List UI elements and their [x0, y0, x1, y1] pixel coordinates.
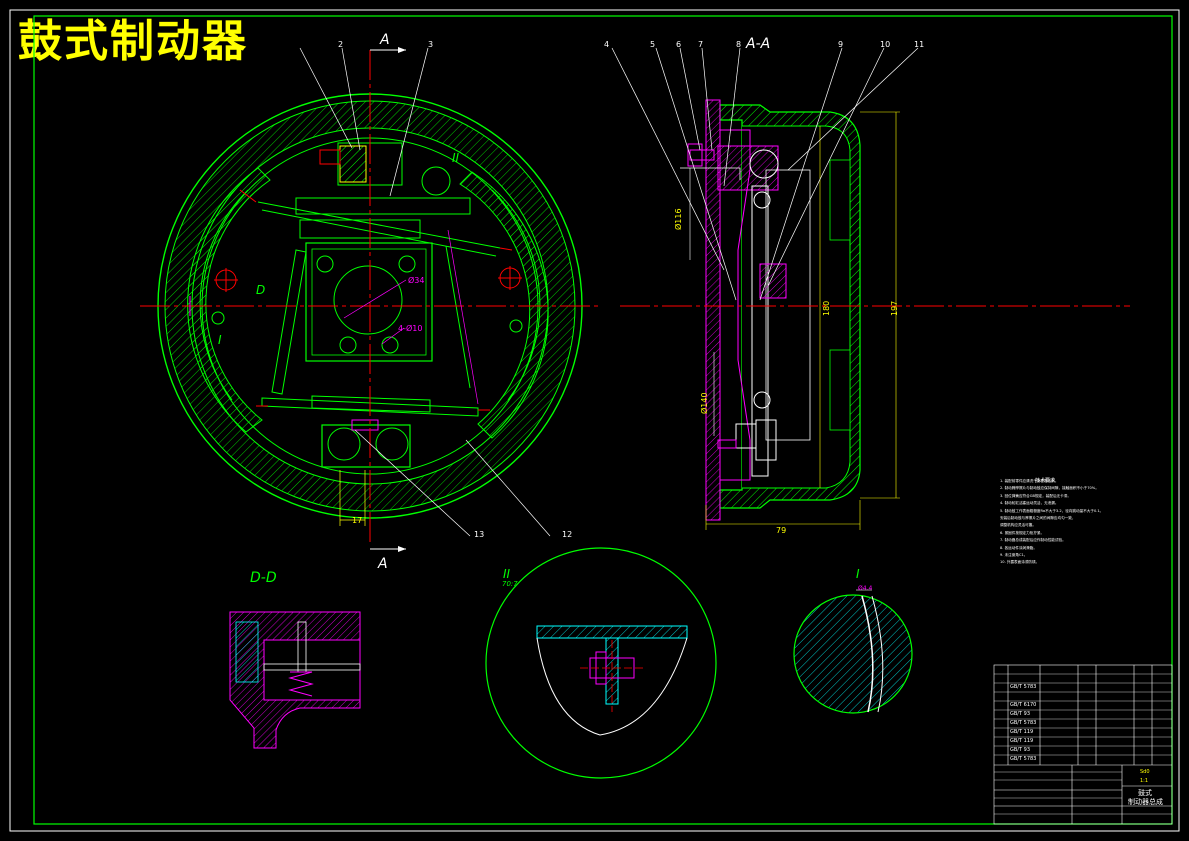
callout-8: 8: [736, 40, 742, 49]
section-dd-label: D-D: [250, 570, 277, 586]
drawing-title: 鼓式制动器: [18, 16, 248, 67]
sheet-border-outer: [9, 9, 1180, 832]
callout-5: 5: [650, 40, 656, 49]
section-i-detail-label: I: [856, 567, 860, 581]
callout-4: 4: [604, 40, 610, 49]
dim-4x10: 4-Ø10: [398, 324, 423, 333]
detail-i: [793, 589, 913, 714]
note-line: 7. 制动器总成装配后应作制动性能试验。: [1000, 538, 1066, 543]
callout-2: 2: [338, 40, 344, 49]
detail-ii: [485, 547, 717, 779]
callout-9: 9: [838, 40, 844, 49]
callout-13: 13: [474, 530, 485, 539]
callout-11: 11: [914, 40, 925, 49]
note-line: 4. 制动轮缸活塞运动灵活，无泄漏。: [1000, 501, 1059, 506]
notes-heading: 技术要求: [1035, 478, 1056, 484]
title-block-scale: 1:1: [1140, 778, 1149, 784]
dim-180: 180: [822, 300, 831, 316]
note-line: 3. 回位弹簧应符合GB规定，装配后无卡滞。: [1000, 493, 1071, 498]
parts-row: GB/T 5783: [1010, 720, 1037, 726]
callout-7: 7: [698, 40, 704, 49]
parts-row: GB/T 93: [1010, 747, 1030, 753]
drawing-name-line-1: 鼓式: [1138, 789, 1152, 797]
callout-3: 3: [428, 40, 434, 49]
dim-197: 197: [890, 300, 899, 316]
dim-left-2: Ø140: [700, 392, 709, 414]
dim-dia-34: Ø34: [408, 276, 425, 285]
note-line: 调整机构应灵活可靠。: [1000, 523, 1036, 528]
note-line: 9. 未注倒角C1。: [1000, 553, 1028, 558]
section-a-bottom-label: A: [378, 556, 388, 572]
dim-bottom: 17: [352, 516, 363, 525]
parts-row: GB/T 5783: [1010, 756, 1037, 762]
section-aa-view: [611, 47, 1130, 530]
title-block-code: Sd0: [1140, 769, 1150, 775]
callout-6: 6: [676, 40, 682, 49]
parts-row: GB/T 93: [1010, 711, 1030, 717]
dim-detail-i: Ø4.4: [858, 585, 873, 592]
section-aa-label: A-A: [746, 36, 771, 52]
dim-79: 79: [776, 526, 787, 535]
dim-left-1: Ø116: [674, 208, 683, 230]
note-line: 5. 制动鼓工作表面粗糙度Ra不大于3.2，径向跳动量不大于0.1。: [1000, 508, 1104, 513]
callout-10: 10: [880, 40, 891, 49]
detail-dd: [229, 611, 361, 749]
section-i-main-label: I: [218, 333, 222, 347]
section-a-top-label: A: [380, 32, 390, 48]
note-line: 10. 外露表面涂漆防锈。: [1000, 560, 1040, 565]
sheet-border-inner: [33, 15, 1173, 825]
note-line: 6. 紧固件按规定力矩拧紧。: [1000, 530, 1045, 535]
section-ii-detail-label: II: [503, 567, 511, 581]
section-ii-main-label: II: [452, 151, 460, 165]
parts-row: GB/T 5783: [1010, 684, 1037, 690]
parts-row: GB/T 119: [1010, 729, 1034, 735]
title-block: [993, 664, 1173, 825]
parts-row: GB/T 6170: [1010, 702, 1037, 708]
parts-row: GB/T 119: [1010, 738, 1034, 744]
section-d-main-label: D: [256, 283, 266, 297]
note-line: 1. 装配前零件应清洗干净去除毛刺。: [1000, 479, 1059, 483]
technical-notes: 1. 装配前零件应清洗干净去除毛刺。 2. 制动蹄摩擦片与制动鼓应保持间隙，接触…: [1000, 478, 1110, 567]
section-ii-scale: 70:7: [502, 580, 518, 588]
title-block-rows: [994, 673, 1172, 815]
front-view: [140, 47, 600, 552]
note-line: 8. 各运动件涂润滑脂。: [1000, 545, 1037, 550]
callout-12: 12: [562, 530, 573, 539]
note-line: 安装后制动鼓与摩擦片之间的间隙应均匀一致，: [1000, 516, 1076, 521]
drawing-name-line-2: 制动器总成: [1128, 798, 1163, 806]
note-line: 2. 制动蹄摩擦片与制动鼓应保持间隙，接触面积不小于70%。: [1000, 486, 1099, 491]
